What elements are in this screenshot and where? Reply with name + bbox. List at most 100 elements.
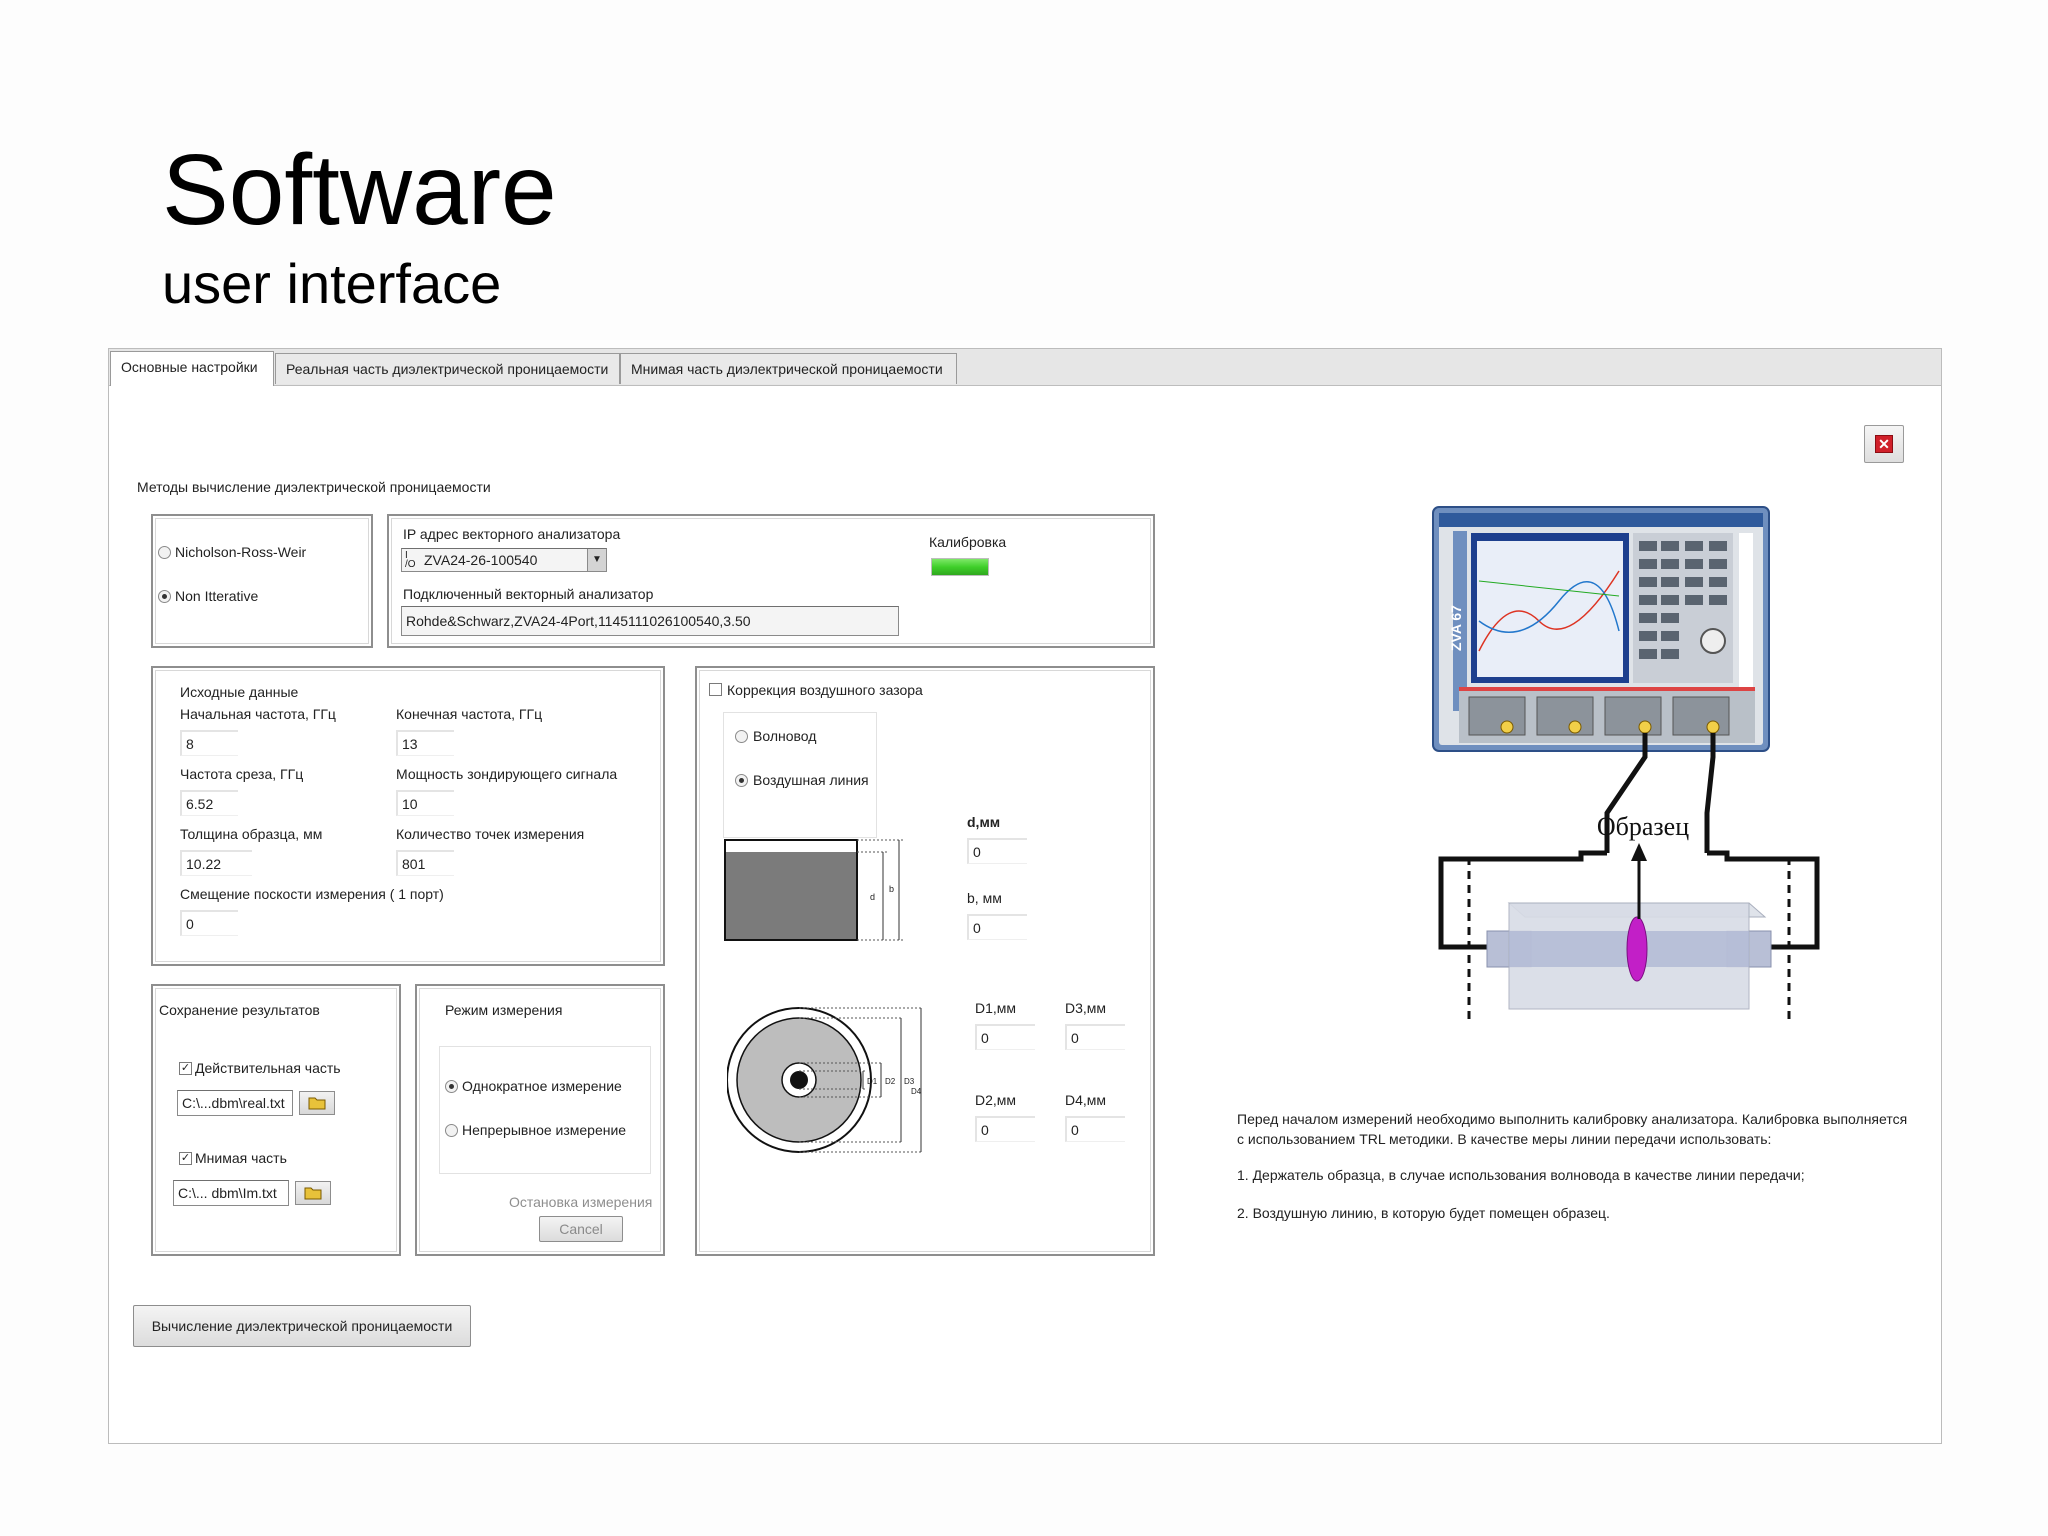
imag-checkbox-label: Мнимая часть [195,1150,287,1166]
close-button[interactable]: ✕ [1864,425,1904,463]
cable-port-2 [1704,733,1716,853]
radio-nrw-label: Nicholson-Ross-Weir [175,544,307,560]
b-input[interactable]: 0 [967,914,1027,940]
save-results-panel: Сохранение результатов ✓ Действительная … [151,984,401,1256]
radio-waveguide-label: Волновод [753,728,817,744]
power-label: Мощность зондирующего сигнала [396,766,618,782]
radio-non-iterative-label: Non Itterative [175,588,259,604]
calibration-label: Калибровка [929,534,1007,550]
sample-label: Образец [1597,812,1689,841]
slide-subtitle: user interface [162,252,502,315]
methods-heading: Методы вычисление диэлектрической прониц… [137,479,491,495]
sample-holder-image [1486,902,1772,1010]
mode-group [439,1046,651,1174]
calibration-led [931,558,989,576]
points-input[interactable]: 801 [396,850,454,876]
initial-heading: Исходные данные [180,684,299,700]
info-item-2: 2. Воздушную линию, в которую будет поме… [1237,1205,1610,1221]
radio-waveguide[interactable] [735,730,748,743]
radio-continuous-label: Непрерывное измерение [462,1122,627,1138]
app-window: Основные настройки Реальная часть диэлек… [108,348,1942,1444]
io-icon: I/O [405,550,416,570]
tab-real-part[interactable]: Реальная часть диэлектрической проницаем… [275,353,620,384]
methods-panel: Nicholson-Ross-Weir Non Itterative [151,514,373,648]
cutoff-label: Частота среза, ГГц [180,766,304,782]
rect-dim-b: b [889,884,894,894]
start-freq-label: Начальная частота, ГГц [180,706,336,722]
imag-checkbox[interactable]: ✓ [179,1152,192,1165]
dim-D1: D1 [867,1077,878,1086]
air-gap-panel: Коррекция воздушного зазора Волновод Воз… [695,666,1155,1256]
connected-label: Подключенный векторный анализатор [403,586,654,602]
D4-label: D4,мм [1065,1092,1107,1108]
radio-airline[interactable] [735,774,748,787]
points-label: Количество точек измерения [396,826,585,842]
rect-dim-d: d [870,892,875,902]
d-input[interactable]: 0 [967,838,1027,864]
end-freq-label: Конечная частота, ГГц [396,706,543,722]
air-gap-checkbox[interactable] [709,683,722,696]
ip-label: IP адрес векторного анализатора [403,526,621,542]
real-checkbox[interactable]: ✓ [179,1062,192,1075]
radio-single-label: Однократное измерение [462,1078,622,1094]
thickness-label: Толщина образца, мм [180,826,323,842]
D1-input[interactable]: 0 [975,1024,1035,1050]
radio-nrw[interactable] [158,546,171,559]
slide-title: Software [162,134,557,246]
initial-data-panel: Исходные данные Начальная частота, ГГц 8… [151,666,665,966]
radio-continuous[interactable] [445,1124,458,1137]
radio-single[interactable] [445,1080,458,1093]
tab-main-settings[interactable]: Основные настройки [110,351,274,386]
rect-section-diagram: d b [724,839,903,941]
mode-heading: Режим измерения [445,1002,563,1018]
calculate-permittivity-button[interactable]: Вычисление диэлектрической проницаемости [133,1305,471,1347]
radio-airline-label: Воздушная линия [753,772,869,788]
D2-label: D2,мм [975,1092,1017,1108]
offset-label: Смещение поскости измерения ( 1 порт) [180,886,444,902]
line-type-group [723,712,877,838]
chevron-down-icon[interactable]: ▼ [587,549,606,571]
ip-value: ZVA24-26-100540 [424,552,538,568]
info-line-2: с использованием TRL методики. В качеств… [1237,1131,1772,1147]
connected-field[interactable]: Rohde&Schwarz,ZVA24-4Port,11451110261005… [401,606,899,636]
cancel-button[interactable]: Cancel [539,1216,623,1242]
thickness-input[interactable]: 10.22 [180,850,252,876]
vector-network-analyzer-image: ZVA 67 [1432,506,1770,752]
end-freq-input[interactable]: 13 [396,730,454,756]
D1-label: D1,мм [975,1000,1017,1016]
D2-input[interactable]: 0 [975,1116,1035,1142]
analyzer-model-text: ZVA 67 [1448,605,1464,651]
power-input[interactable]: 10 [396,790,454,816]
info-line-1: Перед началом измерений необходимо выпол… [1237,1111,1908,1127]
dim-D3: D3 [904,1077,915,1086]
measurement-mode-panel: Режим измерения Однократное измерение Не… [415,984,665,1256]
info-item-1: 1. Держатель образца, в случае использов… [1237,1167,1805,1183]
D3-input[interactable]: 0 [1065,1024,1125,1050]
tab-imag-part[interactable]: Мнимая часть диэлектрической проницаемос… [620,353,957,384]
real-checkbox-label: Действительная часть [195,1060,341,1076]
d-label: d,мм [967,814,1001,830]
stop-label: Остановка измерения [509,1194,653,1210]
folder-icon [308,1097,326,1110]
real-path-input[interactable]: C:\...dbm\real.txt [177,1090,293,1116]
radio-non-iterative[interactable] [158,590,171,603]
b-label: b, мм [967,890,1002,906]
imag-browse-button[interactable] [295,1181,331,1205]
cable-port-1 [1604,733,1648,853]
cutoff-input[interactable]: 6.52 [180,790,238,816]
ip-select[interactable]: I/O ZVA24-26-100540 ▼ [401,548,607,572]
save-heading: Сохранение результатов [159,1002,320,1018]
D4-input[interactable]: 0 [1065,1116,1125,1142]
imag-path-input[interactable]: C:\... dbm\Im.txt [173,1180,289,1206]
measurement-setup-illustration: ZVA 67 Образец [1432,506,1820,1021]
tab-bar: Основные настройки Реальная часть диэлек… [109,349,1941,386]
coax-section-diagram: D1 D2 D3 D4 [727,1007,923,1153]
D3-label: D3,мм [1065,1000,1107,1016]
air-gap-heading: Коррекция воздушного зазора [727,682,923,698]
real-browse-button[interactable] [299,1091,335,1115]
dim-D2: D2 [885,1077,896,1086]
start-freq-input[interactable]: 8 [180,730,238,756]
dim-D4: D4 [911,1087,922,1096]
close-icon: ✕ [1875,435,1893,453]
offset-input[interactable]: 0 [180,910,238,936]
